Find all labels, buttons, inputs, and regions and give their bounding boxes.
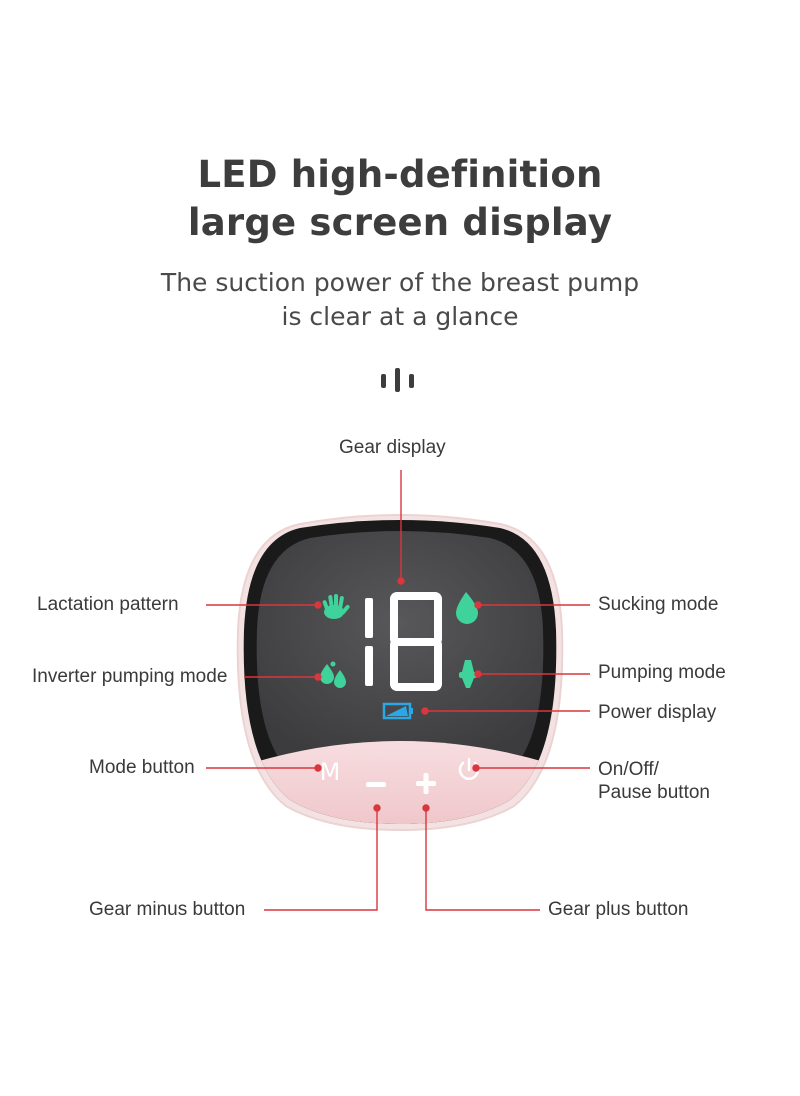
digit-one xyxy=(365,598,373,686)
label-gear-minus-button: Gear minus button xyxy=(89,899,246,920)
label-on-off-line2: Pause button xyxy=(598,782,710,803)
drop-icon xyxy=(456,592,478,624)
label-pumping-mode: Pumping mode xyxy=(598,662,726,683)
label-gear-plus-button: Gear plus button xyxy=(548,899,689,920)
label-on-off-line1: On/Off/ xyxy=(598,759,659,780)
leader-lines xyxy=(206,470,590,911)
label-mode-button: Mode button xyxy=(89,757,195,778)
subtitle-line1: The suction power of the breast pump xyxy=(160,268,640,297)
drops-icon xyxy=(320,661,346,688)
page-title-line2: large screen display xyxy=(187,201,613,244)
label-gear-display: Gear display xyxy=(339,437,446,458)
pump-icon xyxy=(459,660,477,688)
label-lactation-pattern: Lactation pattern xyxy=(37,594,179,615)
label-sucking-mode: Sucking mode xyxy=(598,594,719,615)
label-inverter-pumping-mode: Inverter pumping mode xyxy=(32,666,228,687)
subtitle-line2: is clear at a glance xyxy=(281,302,519,331)
hand-icon xyxy=(322,594,350,619)
minus-button xyxy=(366,782,386,787)
page-title-line1: LED high-definition xyxy=(197,153,603,196)
plus-button xyxy=(416,773,436,794)
three-bars-icon xyxy=(381,368,421,392)
label-power-display: Power display xyxy=(598,702,717,723)
mode-button: M xyxy=(320,758,341,786)
battery-icon xyxy=(382,702,413,720)
